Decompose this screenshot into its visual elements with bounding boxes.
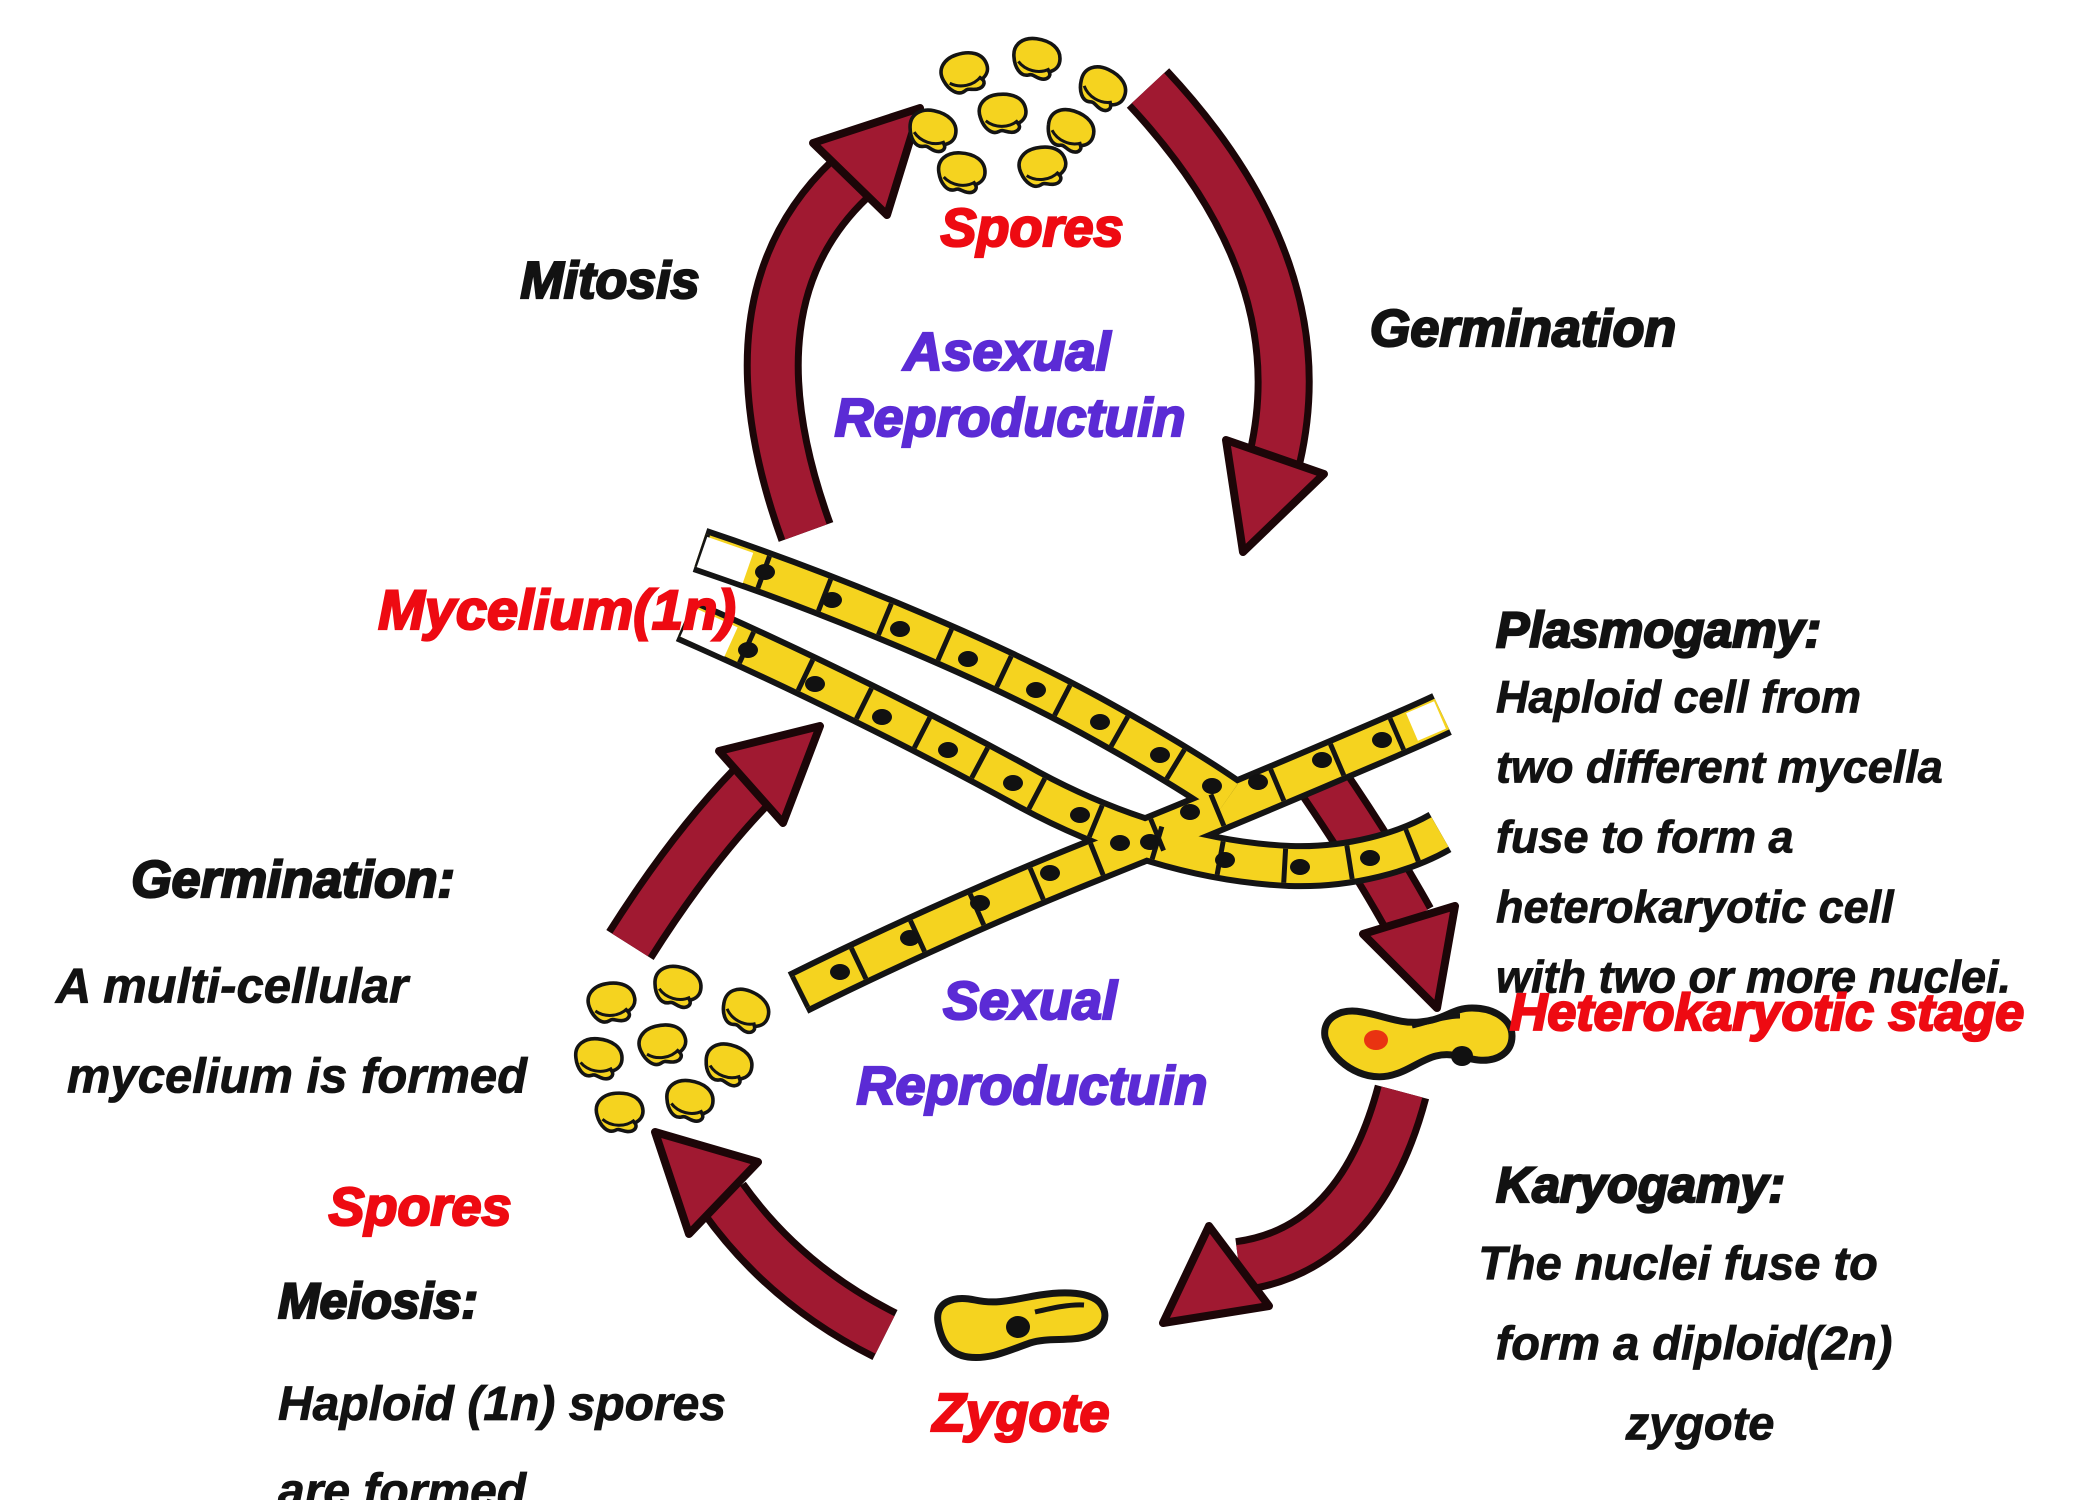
germination-left-title: Germination: [130,851,456,909]
meiosis-arrow [651,1128,898,1361]
nucleus-red [1364,1030,1388,1050]
sexual-reproduction-label-line1: Sexual [942,971,1118,1031]
plasmogamy-desc-line: Haploid cell from [1496,671,1862,723]
karyogamy-desc-line: form a diploid(2n) [1495,1316,1893,1370]
nucleus-black [1451,1046,1473,1066]
nucleus-black [1006,1316,1030,1338]
sexual-germination-arrow [606,722,824,960]
spores-top-label: Spores [939,198,1124,258]
germination-desc-line: A multi-cellular [55,959,409,1014]
zygote-label: Zygote [931,1383,1110,1443]
plasmogamy-title: Plasmogamy: [1495,602,1822,658]
asexual-reproduction-label-line2: Reproductuin [833,388,1186,448]
heterokaryotic-cell [1321,1004,1516,1081]
spore-cluster-left [571,961,777,1136]
plasmogamy-arrow [1292,756,1459,1012]
germination-desc-line: mycelium is formed [66,1049,528,1104]
germination-arrow [1126,68,1328,556]
sexual-reproduction-label-line2: Reproductuin [855,1056,1208,1116]
asexual-reproduction-label-line1: Asexual [902,322,1111,382]
mitosis-arrow [743,104,924,542]
plasmogamy-desc-line: with two or more nuclei. [1496,951,2012,1003]
karyogamy-arrow [1159,1084,1430,1327]
karyogamy-desc-line: The nuclei fuse to [1478,1236,1878,1290]
mycelium-hyphae [675,528,1452,1014]
spore-cluster-top [903,34,1134,196]
germination-right-label: Germination [1369,300,1678,358]
karyogamy-desc-line: zygote [1625,1396,1775,1450]
zygote-cell [934,1289,1109,1362]
plasmogamy-desc-line: heterokaryotic cell [1496,881,1894,933]
plasmogamy-desc-line: two different mycella [1496,741,1944,793]
spores-left-label: Spores [327,1177,512,1237]
meiosis-desc-line: are formed [278,1465,527,1500]
plasmogamy-desc-line: fuse to form a [1496,811,1794,863]
meiosis-title: Meiosis: [277,1273,479,1329]
heterokaryotic-stage-label: Heterokaryotic stage [1509,984,2026,1042]
mitosis-label: Mitosis [519,252,700,310]
karyogamy-title: Karyogamy: [1495,1157,1786,1213]
mycelium-label: Mycelium(1n) [377,578,737,641]
meiosis-desc-line: Haploid (1n) spores [278,1378,727,1431]
